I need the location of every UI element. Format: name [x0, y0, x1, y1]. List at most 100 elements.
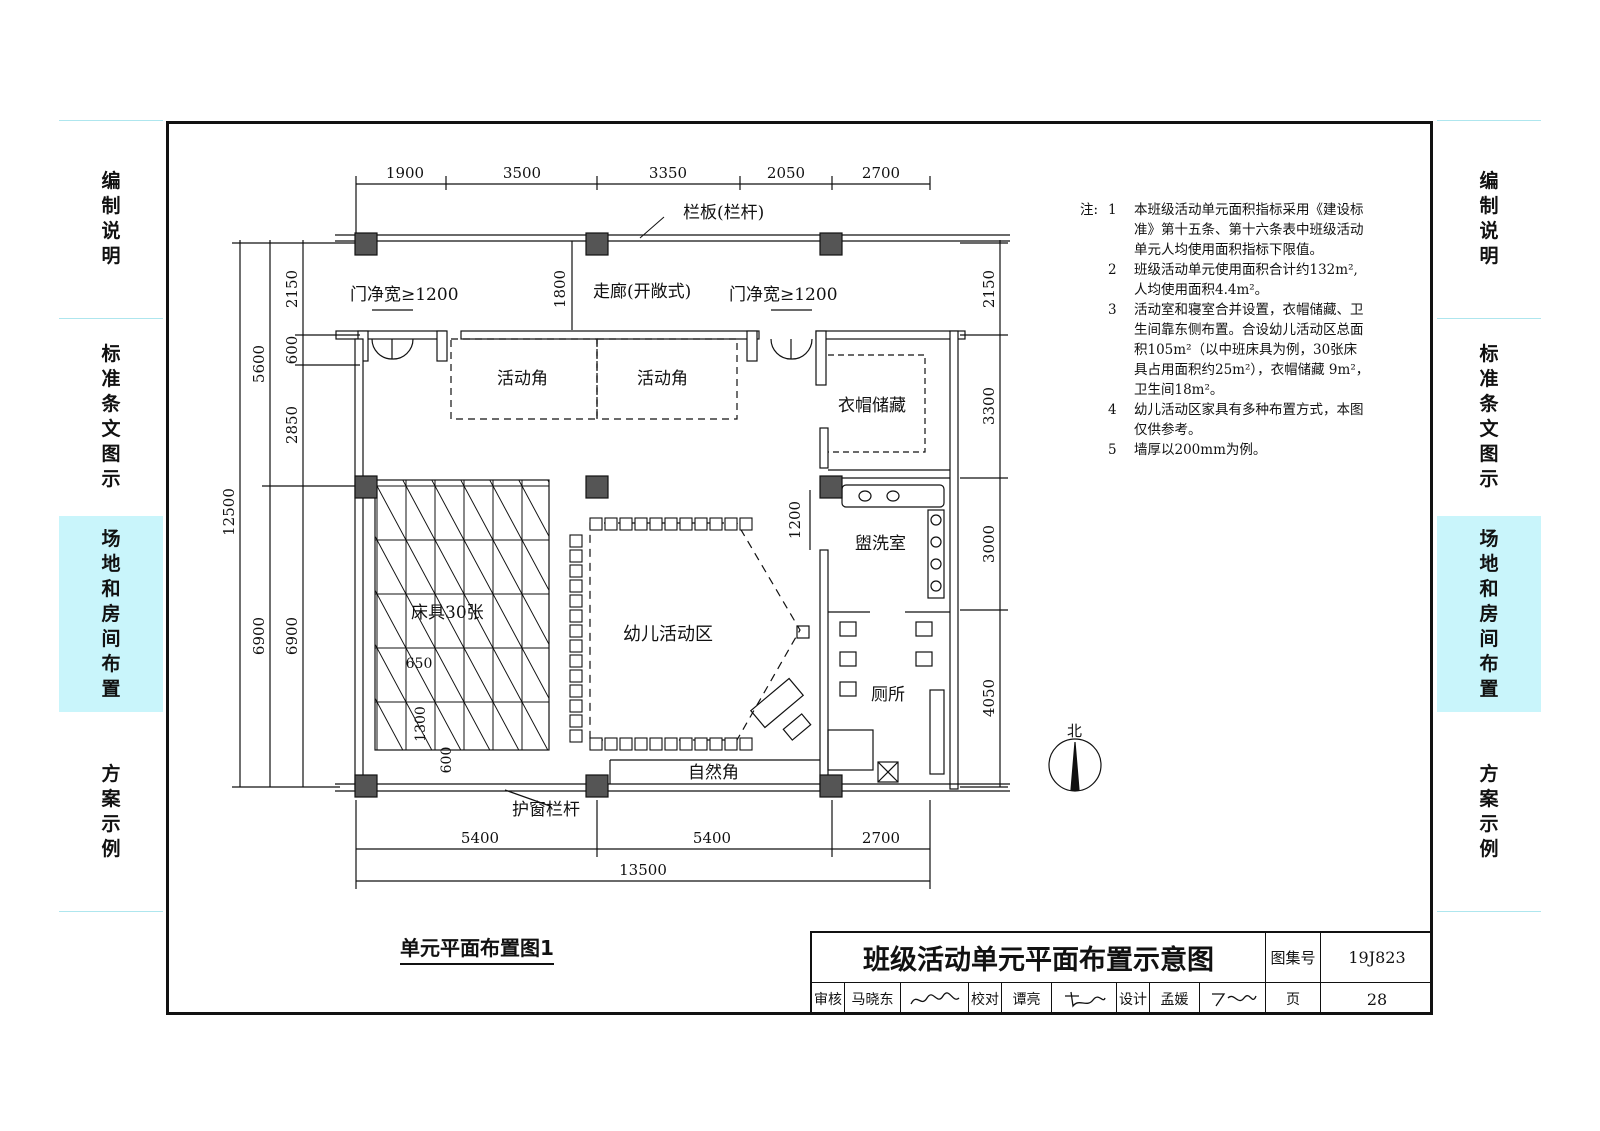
dim-left-mid-1: 5600: [250, 345, 268, 383]
side-tab-right-4[interactable]: 方案示例: [1437, 714, 1541, 909]
chair: [694, 517, 708, 531]
chair: [679, 517, 693, 531]
note-item-1: 注: 1 本班级活动单元面积指标采用《建设标准》第十五条、第十六条表中班级活动单…: [1080, 200, 1370, 260]
chair: [569, 579, 583, 593]
atlas-number: 19J823: [1321, 933, 1433, 983]
dim-right-4: 4050: [980, 679, 998, 717]
reviewer-signature: [901, 983, 969, 1015]
label-nature-corner: 自然角: [688, 763, 739, 783]
dim-bottom-1: 5400: [461, 829, 499, 847]
chair-group: [569, 517, 753, 751]
chair: [679, 737, 693, 751]
column: [354, 774, 378, 798]
chair: [604, 737, 618, 751]
review-label: 审核: [812, 983, 845, 1015]
chair: [569, 624, 583, 638]
drawing-title: 班级活动单元平面布置示意图: [812, 933, 1266, 983]
chair: [634, 737, 648, 751]
tab-label: 场地和房间布置: [1479, 527, 1499, 700]
side-tab-left-2[interactable]: 标准条文图示: [59, 320, 163, 514]
note-item-3: 3 活动室和寝室合并设置，衣帽储藏、卫生间靠东侧布置。合设幼儿活动区总面积105…: [1080, 300, 1370, 400]
chair: [569, 684, 583, 698]
label-door-left: 门净宽≥1200: [350, 285, 459, 305]
note-text: 活动室和寝室合并设置，衣帽储藏、卫生间靠东侧布置。合设幼儿活动区总面积105m²…: [1134, 302, 1370, 398]
label-activity-corner-1: 活动角: [497, 369, 548, 389]
column: [585, 774, 609, 798]
dim-wash-door: 1200: [786, 501, 804, 539]
page-label: 页: [1266, 983, 1321, 1015]
checker-name: 谭亮: [1002, 983, 1052, 1015]
plan-title: 单元平面布置图1: [400, 932, 554, 965]
side-tab-left-3[interactable]: 场地和房间布置: [59, 516, 163, 712]
chair: [709, 517, 723, 531]
chair: [589, 737, 603, 751]
chair: [724, 737, 738, 751]
chair: [724, 517, 738, 531]
side-tab-left-4[interactable]: 方案示例: [59, 714, 163, 909]
chair: [569, 534, 583, 548]
chair: [739, 737, 753, 751]
column: [819, 475, 843, 499]
check-label: 校对: [969, 983, 1002, 1015]
dim-bed-length: 1300: [413, 706, 429, 742]
notes-block: 注: 1 本班级活动单元面积指标采用《建设标准》第十五条、第十六条表中班级活动单…: [1080, 200, 1370, 460]
dim-right-3: 3000: [980, 525, 998, 563]
note-text: 本班级活动单元面积指标采用《建设标准》第十五条、第十六条表中班级活动单元人均使用…: [1134, 202, 1364, 258]
design-label: 设计: [1117, 983, 1150, 1015]
chair: [664, 737, 678, 751]
chair: [569, 639, 583, 653]
designer-name: 孟媛: [1150, 983, 1200, 1015]
dim-bottom-2: 5400: [693, 829, 731, 847]
column: [819, 774, 843, 798]
page-number: 28: [1366, 989, 1388, 1009]
column: [354, 475, 378, 499]
chair: [709, 737, 723, 751]
chair: [569, 564, 583, 578]
chair: [569, 699, 583, 713]
tab-label: 标准条文图示: [1479, 343, 1499, 490]
chair: [619, 517, 633, 531]
dim-left-mid-2: 6900: [250, 617, 268, 655]
side-tab-right-3[interactable]: 场地和房间布置: [1437, 516, 1541, 712]
note-number: 5: [1108, 442, 1117, 458]
chair: [649, 737, 663, 751]
dim-top-2: 3500: [503, 164, 541, 182]
side-tab-right-2[interactable]: 标准条文图示: [1437, 320, 1541, 514]
label-activity-corner-2: 活动角: [637, 369, 688, 389]
checker-signature: [1052, 983, 1117, 1015]
chair: [569, 729, 583, 743]
label-toilet: 厕所: [871, 685, 905, 705]
dim-left-inner-2: 600: [283, 336, 301, 365]
dim-bottom-3: 2700: [862, 829, 900, 847]
north-label: 北: [1067, 722, 1082, 740]
chair: [649, 517, 663, 531]
column: [354, 232, 378, 256]
label-window-rail: 护窗栏杆: [512, 800, 580, 820]
label-play-area: 幼儿活动区: [623, 624, 713, 645]
tab-label: 场地和房间布置: [101, 527, 121, 700]
note-text: 班级活动单元使用面积合计约132m², 人均使用面积4.4m²。: [1134, 262, 1358, 298]
dim-corridor-depth: 1800: [551, 270, 569, 308]
chair: [664, 517, 678, 531]
tab-label: 标准条文图示: [101, 343, 121, 490]
chair: [569, 549, 583, 563]
note-number: 4: [1108, 402, 1117, 418]
designer-signature: [1200, 983, 1266, 1015]
atlas-label: 图集号: [1266, 933, 1321, 983]
chair: [569, 669, 583, 683]
tab-label: 编制说明: [101, 170, 121, 267]
dim-top-4: 2050: [767, 164, 805, 182]
dim-bottom-total: 13500: [619, 861, 667, 879]
tab-label: 方案示例: [101, 762, 121, 860]
tab-label: 编制说明: [1479, 170, 1499, 267]
dim-bed-width: 650: [406, 656, 433, 672]
chair: [569, 594, 583, 608]
chair: [569, 714, 583, 728]
side-tab-left-1[interactable]: 编制说明: [59, 122, 163, 316]
side-tab-right-1[interactable]: 编制说明: [1437, 122, 1541, 316]
dim-right-1: 2150: [980, 270, 998, 308]
note-text: 墙厚以200mm为例。: [1134, 442, 1267, 458]
note-number: 1: [1108, 202, 1117, 218]
note-text: 幼儿活动区家具有多种布置方式，本图仅供参考。: [1134, 402, 1364, 438]
